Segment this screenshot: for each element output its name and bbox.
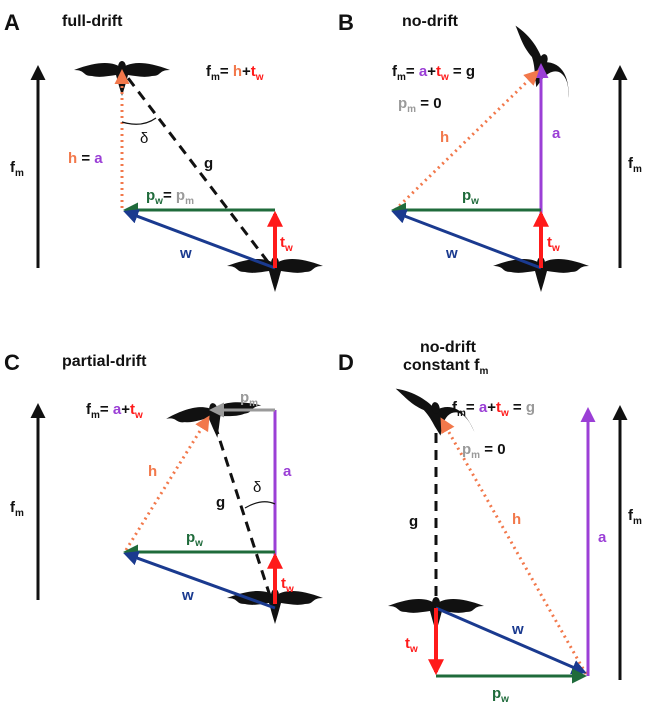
panel-c-pw-label: pw [186,529,203,549]
panel-c-tw-label: tw [281,575,294,595]
panel-b-equation: fm= a+tw = g [392,63,475,83]
panel-a-fm-label: fm [10,159,24,179]
panel-d-a-label: a [598,529,607,546]
panel-d-pw-label: pw [492,685,509,705]
panel-a-w-label: w [179,245,192,262]
panel-c-g-label: g [216,494,225,511]
panel-a-pw-eq-pm: pw= pm [146,187,194,207]
panel-b-title: no-drift [402,13,459,30]
panel-c-delta-label: δ [253,479,261,496]
panel-a-w-vector [123,209,276,270]
panel-c-w-vector [123,551,276,610]
panel-c-pm-label: pm [240,389,258,409]
panel-d-w-vector [435,606,587,675]
panel-c-letter: C [4,350,20,375]
panel-d: D no-drift constant fm fm fm= a+tw = g p… [338,339,642,705]
panel-b-h-label: h [440,129,449,146]
panel-a-title: full-drift [62,13,123,30]
panel-a-letter: A [4,10,20,35]
panel-c-delta-arc [244,501,276,509]
panel-b-fm-label: fm [628,155,642,175]
panel-d-tw-label: tw [405,635,418,655]
panel-c-equation: fm= a+tw [86,401,143,421]
panel-d-equation: fm= a+tw = g [452,399,535,419]
panel-b-pw-label: pw [462,187,479,207]
panel-d-h-label: h [512,511,521,528]
panel-a-g-vector [126,77,270,263]
panel-a-delta-arc [121,117,157,125]
panel-c-a-label: a [283,463,292,480]
panel-d-pm-zero: pm = 0 [462,441,506,461]
panel-d-g-label: g [409,513,418,530]
panel-b-a-label: a [552,125,561,142]
panel-a-g-label: g [204,155,213,172]
panel-a-delta-label: δ [140,130,148,147]
panel-d-fm-label: fm [628,507,642,527]
panel-a-equation: fm= h+tw [206,63,264,83]
panel-b-w-label: w [445,245,458,262]
panel-a-tw-label: tw [280,234,293,254]
panel-d-letter: D [338,350,354,375]
panel-c-h-vector [124,415,210,551]
panel-d-title-line1: no-drift [420,339,477,356]
panel-c-g-vector [212,421,272,597]
panel-b: B no-drift fm fm= a+tw = g pm = 0 h a pw… [338,10,642,292]
panel-c-h-label: h [148,463,157,480]
panel-a: A full-drift fm fm= h+tw δ h = a g pw= p… [4,10,323,292]
panel-c-fm-label: fm [10,499,24,519]
panel-b-pm-zero: pm = 0 [398,95,442,115]
panel-b-letter: B [338,10,354,35]
panel-c: C partial-drift fm fm= a+tw δ pm a h g p… [4,350,323,624]
panel-c-title: partial-drift [62,353,147,370]
panel-a-bird-top [74,61,170,96]
panel-d-w-label: w [511,621,524,638]
panel-d-h-vector [440,417,588,675]
panel-d-title-line2: constant fm [403,357,488,377]
panel-b-tw-label: tw [547,234,560,254]
panel-c-w-label: w [181,587,194,604]
panel-a-h-eq-a: h = a [68,150,103,167]
panel-b-w-vector [391,209,542,270]
